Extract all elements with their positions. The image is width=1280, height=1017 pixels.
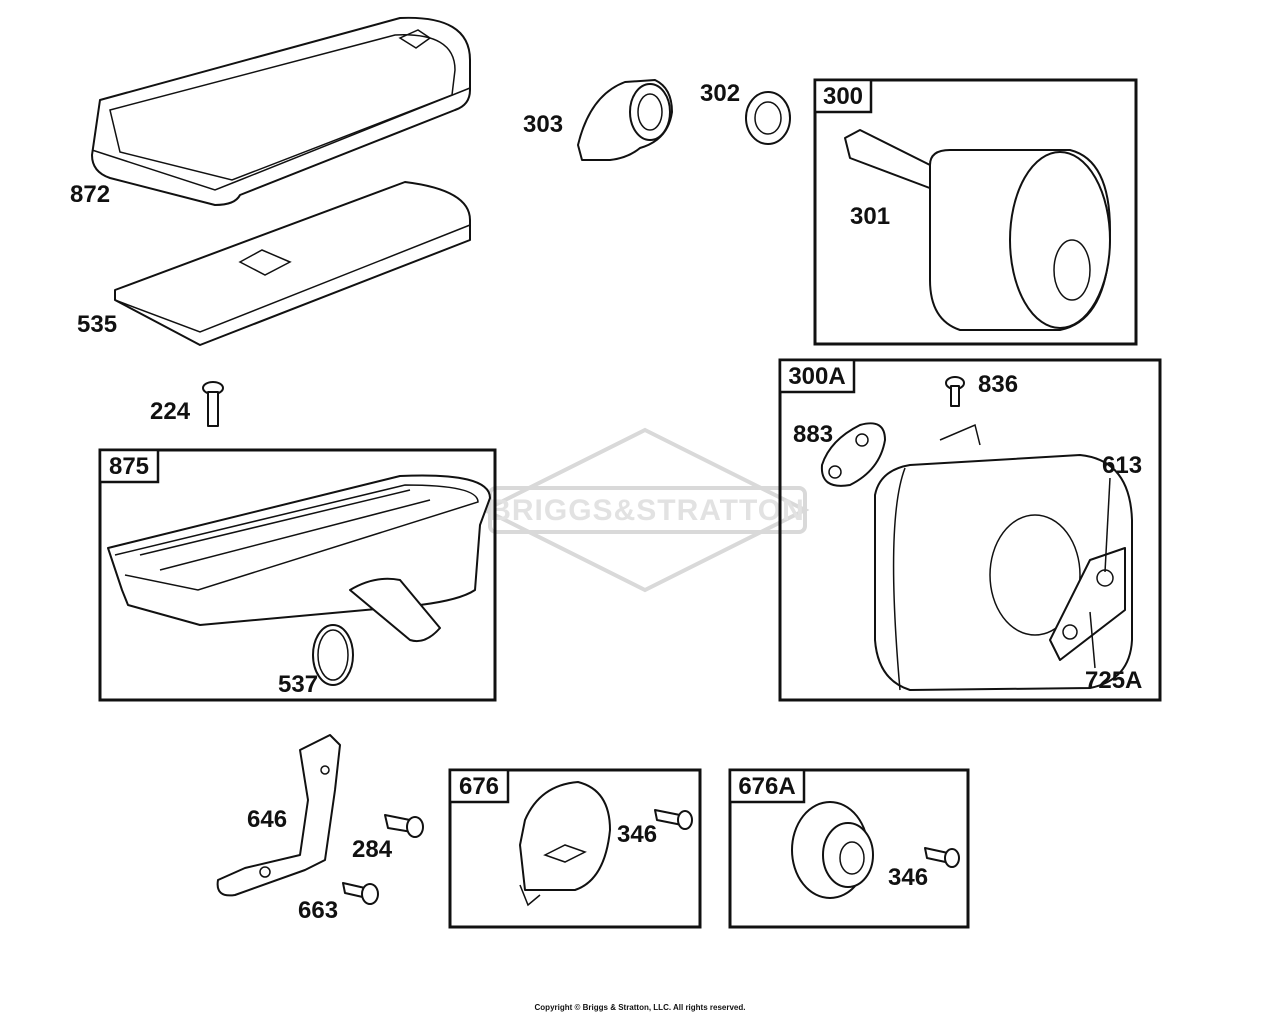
- callout-836: 836: [978, 371, 1018, 398]
- callout-346-a: 346: [617, 821, 657, 848]
- callout-537: 537: [278, 671, 318, 698]
- watermark-text: BRIGGS&STRATTON: [489, 494, 805, 527]
- group-676-box: 676: [448, 768, 702, 929]
- bracket-646-icon: [216, 734, 341, 897]
- elbow-303-icon: [577, 79, 673, 161]
- spark-arrester-676-icon: [519, 781, 611, 907]
- callout-301: 301: [850, 203, 890, 230]
- group-875-label: 875: [109, 453, 149, 480]
- callout-302: 302: [700, 80, 740, 107]
- screw-346a-icon: [654, 809, 693, 830]
- screw-224-icon: [202, 381, 224, 427]
- group-676A-box: 676A: [728, 768, 970, 929]
- group-875-box: 875: [98, 448, 497, 702]
- group-300A-box: 300A: [778, 358, 1162, 702]
- callout-346-b: 346: [888, 864, 928, 891]
- gasket-883-icon: [820, 422, 886, 487]
- group-300A-label: 300A: [788, 363, 845, 390]
- callout-303: 303: [523, 111, 563, 138]
- callout-663: 663: [298, 897, 338, 924]
- callout-613: 613: [1102, 452, 1142, 479]
- group-676-label: 676: [459, 773, 499, 800]
- screw-346b-icon: [924, 847, 960, 868]
- callout-646: 646: [247, 806, 287, 833]
- watermark-logo: BRIGGS&STRATTON: [480, 427, 810, 593]
- screw-663-icon: [342, 882, 379, 905]
- copyright-notice: Copyright © Briggs & Stratton, LLC. All …: [534, 1003, 746, 1012]
- spark-arrester-676A-icon: [791, 801, 874, 899]
- callout-872: 872: [70, 181, 110, 208]
- screw-836-icon: [945, 376, 965, 407]
- air-cleaner-base-icon: [107, 474, 491, 686]
- air-cleaner-cover-icon: [91, 16, 471, 206]
- callout-224: 224: [150, 398, 191, 425]
- group-300-box: 300: [813, 78, 1138, 346]
- callout-535: 535: [77, 311, 117, 338]
- group-300-label: 300: [823, 83, 863, 110]
- callout-725A: 725A: [1085, 667, 1142, 694]
- muffler-301-icon: [844, 129, 1111, 331]
- callout-883: 883: [793, 421, 833, 448]
- screw-284-icon: [384, 814, 424, 838]
- callout-284: 284: [352, 836, 393, 863]
- lock-nut-302-icon: [745, 91, 791, 145]
- group-676A-label: 676A: [738, 773, 795, 800]
- air-filter-element-icon: [114, 181, 471, 346]
- leader-lines: [1089, 477, 1111, 669]
